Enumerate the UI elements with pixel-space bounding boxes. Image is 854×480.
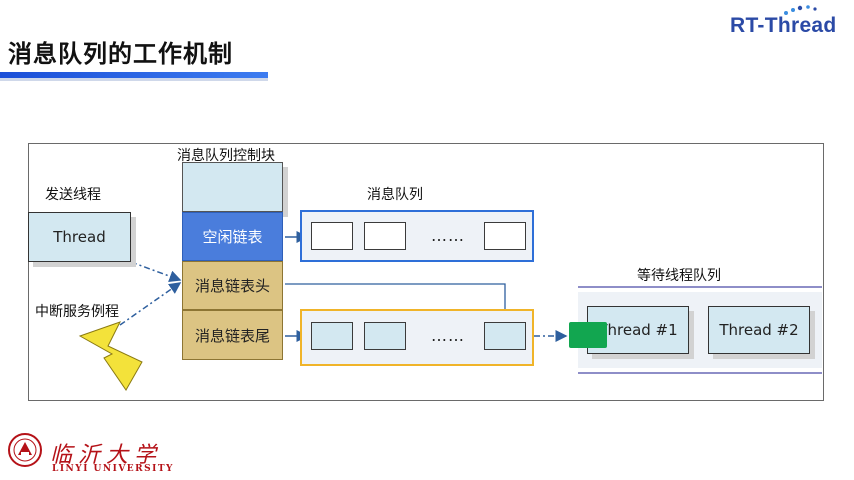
msg-cell xyxy=(364,322,406,350)
isr-label: 中断服务例程 xyxy=(35,304,119,320)
lightning-icon xyxy=(78,321,143,391)
msg-ellipsis: …… xyxy=(431,326,465,345)
msg-cell xyxy=(311,322,353,350)
university-name-en: LINYI UNIVERSITY xyxy=(52,464,174,474)
university-seal-icon xyxy=(8,433,42,467)
msg-cell xyxy=(484,322,526,350)
wait-queue-label: 等待线程队列 xyxy=(637,268,721,284)
msg-head-box: 消息链表头 xyxy=(182,261,283,310)
head-to-last-arrow xyxy=(285,283,511,320)
wait-thread-2: Thread #2 xyxy=(708,306,810,354)
page-title: 消息队列的工作机制 xyxy=(8,40,233,68)
free-cell xyxy=(484,222,526,250)
send-thread-box: Thread xyxy=(28,212,131,262)
isr-to-head-arrow xyxy=(119,282,182,326)
free-cell xyxy=(364,222,406,250)
send-thread-label: 发送线程 xyxy=(45,187,101,203)
msg-tail-box: 消息链表尾 xyxy=(182,310,283,360)
thread-to-head-arrow xyxy=(130,261,182,283)
green-pointer-marker xyxy=(569,322,607,348)
control-block-top xyxy=(182,162,283,212)
control-block-label: 消息队列控制块 xyxy=(177,148,275,164)
title-underline-shadow xyxy=(0,78,268,81)
free-ellipsis: …… xyxy=(431,226,465,245)
queue-label: 消息队列 xyxy=(367,187,423,203)
free-list-box: 空闲链表 xyxy=(182,212,283,261)
title-underline xyxy=(0,72,268,78)
brand-dots-icon xyxy=(784,5,817,15)
brand-logo: RT-Thread xyxy=(730,14,837,37)
university-name-cn: 临沂大学 xyxy=(50,443,163,468)
free-cell xyxy=(311,222,353,250)
